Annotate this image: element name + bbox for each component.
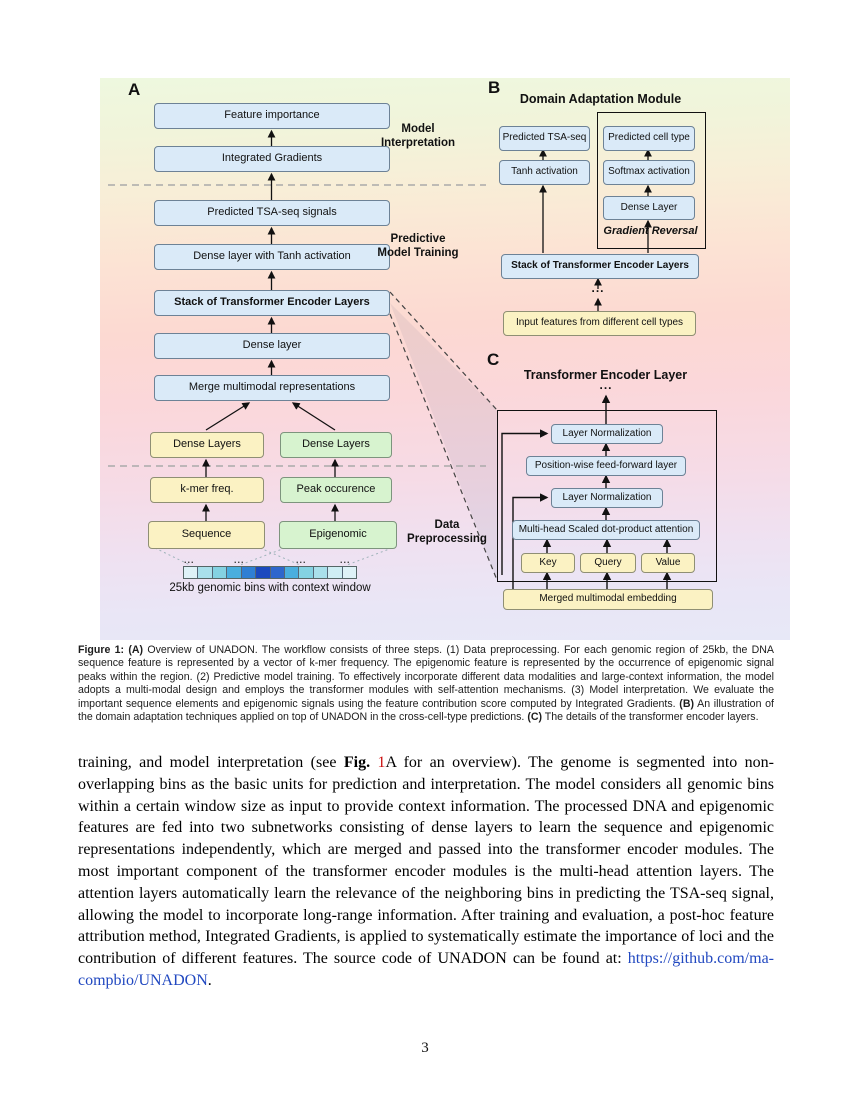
stage-data-preprocessing: Data Preprocessing: [407, 519, 487, 546]
bins-ellipsis: ...: [234, 555, 245, 565]
bins-ellipsis: ...: [296, 555, 307, 565]
box-integrated-gradients: Integrated Gradients: [154, 146, 390, 172]
stage-predictive-training: Predictive Model Training: [377, 233, 459, 260]
github-link[interactable]: https://github.com/ma-compbio/UNADON: [78, 950, 774, 989]
box-predicted-tsa: Predicted TSA-seq: [499, 126, 590, 151]
bins-ellipsis: ...: [184, 555, 195, 565]
caption-b-text: An illustration of the domain adaptation…: [78, 697, 774, 724]
genomic-bin-cell: [241, 567, 257, 578]
stage-model-interpretation: Model Interpretation: [380, 123, 456, 150]
genomic-bin-cell: [184, 567, 199, 578]
genomic-bin-cell: [299, 567, 314, 578]
box-sequence: Sequence: [148, 521, 265, 549]
box-input-features: Input features from different cell types: [503, 311, 696, 336]
fig-number-link[interactable]: 1: [370, 754, 386, 771]
box-dense-tanh: Dense layer with Tanh activation: [154, 244, 390, 270]
stack-ellipsis: ...: [591, 281, 605, 295]
bins-caption: 25kb genomic bins with context window: [169, 582, 371, 594]
box-epigenomic: Epigenomic: [279, 521, 397, 549]
genomic-bin-cell: [342, 567, 357, 578]
box-predicted-cell-type: Predicted cell type: [603, 126, 695, 151]
panel-b-title: Domain Adaptation Module: [519, 92, 682, 106]
panel-a-label: A: [128, 80, 141, 99]
body-text-1: training, and model interpretation (see: [78, 754, 344, 771]
box-query: Query: [580, 553, 636, 573]
box-key: Key: [521, 553, 575, 573]
encoder-ellipsis: ...: [599, 378, 613, 392]
gradient-reversal-frame: [597, 112, 706, 249]
body-paragraph: training, and model interpretation (see …: [78, 752, 774, 992]
panel-b-label: B: [488, 78, 501, 97]
genomic-bin-cell: [270, 567, 285, 578]
box-predicted-tsa-signals: Predicted TSA-seq signals: [154, 200, 390, 226]
box-dense-layer: Dense layer: [154, 333, 390, 359]
page-number: 3: [421, 1040, 429, 1056]
box-layer-norm-bottom: Layer Normalization: [551, 488, 663, 508]
genomic-bin-cell: [284, 567, 300, 578]
body-text-3: .: [207, 971, 212, 989]
genomic-bin-cell: [212, 567, 228, 578]
fig-word: Fig.: [343, 754, 371, 771]
box-merge-multimodal: Merge multimodal representations: [154, 375, 390, 401]
caption-figure-label: Figure 1:: [78, 644, 125, 656]
box-multihead-attention: Multi-head Scaled dot-product attention: [512, 520, 700, 540]
encoder-layer-frame: [497, 410, 717, 582]
caption-a-tag: (A): [128, 644, 144, 656]
genomic-bin-cell: [198, 567, 213, 578]
box-kmer-freq: k-mer freq.: [150, 477, 264, 503]
box-value: Value: [641, 553, 695, 573]
caption-a-text: Overview of UNADON. The workflow consist…: [78, 644, 775, 710]
caption-b-tag: (B): [679, 697, 695, 710]
box-peak-occurence: Peak occurence: [280, 477, 392, 503]
panel-c-label: C: [487, 350, 500, 369]
body-text-2: A for an overview). The genome is segmen…: [78, 754, 775, 968]
box-softmax-activation: Softmax activation: [603, 160, 695, 185]
box-dense-layer-b: Dense Layer: [603, 196, 695, 220]
box-layer-norm-top: Layer Normalization: [551, 424, 663, 444]
box-dense-layers-epi: Dense Layers: [280, 432, 392, 458]
genomic-bins: [183, 566, 357, 579]
box-transformer-stack: Stack of Transformer Encoder Layers: [154, 290, 390, 316]
caption-c-tag: (C): [527, 711, 543, 724]
box-tanh-activation: Tanh activation: [499, 160, 590, 185]
genomic-bin-cell: [227, 567, 242, 578]
box-merged-embedding: Merged multimodal embedding: [503, 589, 713, 610]
figure-caption: Figure 1: (A) Overview of UNADON. The wo…: [78, 644, 774, 724]
box-feature-importance: Feature importance: [154, 103, 390, 129]
genomic-bin-cell: [328, 567, 343, 578]
box-transformer-stack-b: Stack of Transformer Encoder Layers: [501, 254, 699, 279]
gradient-reversal-label: Gradient Reversal: [603, 225, 698, 237]
genomic-bin-cell: [313, 567, 329, 578]
box-dense-layers-seq: Dense Layers: [150, 432, 264, 458]
panel-c-title: Transformer Encoder Layer: [523, 368, 688, 382]
box-position-wise-ffn: Position-wise feed-forward layer: [526, 456, 686, 476]
figure-1: A Feature importance Integrated Gradient…: [100, 78, 790, 640]
genomic-bin-cell: [256, 567, 271, 578]
caption-c-text: The details of the transformer encoder l…: [542, 711, 759, 724]
bins-ellipsis: ...: [340, 555, 351, 565]
